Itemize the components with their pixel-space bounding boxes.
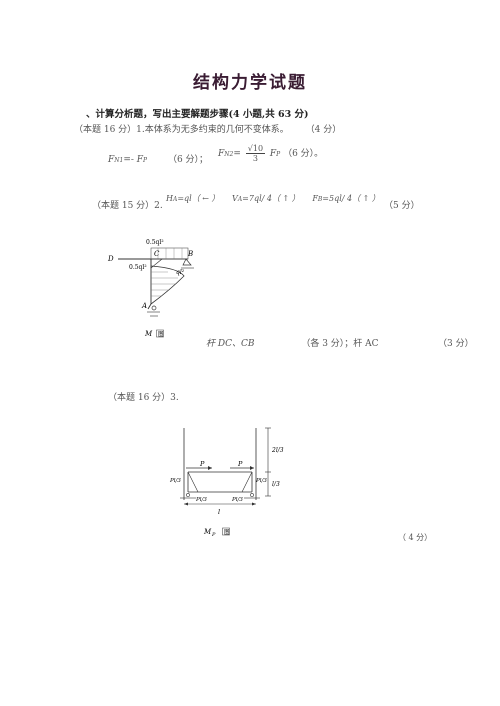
q1-statement: （本题 16 分）1.本体系为无多约束的几何不变体系。 （4 分） (74, 122, 341, 135)
page-title: 结构力学试题 (193, 73, 307, 93)
q2-ac-score: （3 分） (438, 339, 474, 349)
moment-top-label: 0.5ql² (146, 239, 164, 246)
fn1-subscript: N1 (114, 157, 124, 164)
load-arrowhead-left (208, 466, 212, 470)
support-left (186, 493, 190, 497)
dim-bottom-label: l/3 (272, 481, 280, 488)
q2-reactions: HA=ql（ ← ） VA=7ql/ 4（ ↑ ） FB=5ql/ 4（ ↑ ） (166, 193, 380, 204)
support-right (250, 493, 254, 497)
label-a: A (141, 302, 147, 310)
q2-prefix: （本题 15 分）2. (92, 201, 163, 211)
q3-moment-diagram: P P 2l/3 l/3 Pl/3 Pl/3 Pl/3 Pl/3 l M P 图 (169, 427, 284, 538)
dim-top-label: 2l/3 (271, 447, 284, 454)
fn1-p-subscript: P (143, 157, 148, 164)
member-ca-lower (147, 303, 152, 310)
va-subscript: A (237, 196, 243, 203)
moment-fill-c (150, 258, 163, 269)
support-a (151, 305, 157, 311)
q3-caption: M (203, 528, 212, 536)
va-symbol: V (232, 194, 238, 203)
q3-score: （ 4 分） (398, 533, 433, 542)
fn2-subscript: N2 (224, 151, 234, 158)
va-value: =7ql/ 4（ ↑ ） (242, 194, 300, 203)
fn2-fp-subscript: P (276, 151, 281, 158)
moment-left-upper: Pl/3 (169, 478, 181, 484)
q2-members-score: （各 3 分）；杆 AC (301, 339, 379, 349)
fn2-equals: = (233, 149, 241, 159)
fn2-fp: F (269, 149, 277, 159)
q1-fn1: FN1=- FP （6 分）； (108, 152, 208, 165)
moment-left-lower: Pl/3 (195, 497, 207, 503)
q1-fn2: FN2= √10 3 FP （6 分）。 (218, 144, 323, 163)
label-d: D (107, 255, 114, 263)
fn2-numerator: √10 (245, 144, 266, 154)
q2-caption-box (156, 329, 164, 338)
support-b (182, 258, 192, 266)
fb-symbol: F (312, 194, 318, 203)
q3-caption-tag: 图 (224, 528, 230, 536)
q1-prefix: （本题 16 分）1.本体系为无多约束的几何不变体系。 (74, 125, 289, 135)
load-arrowhead-right (250, 466, 254, 470)
q3-caption-box (222, 527, 230, 536)
span-label: l (218, 508, 220, 516)
ha-subscript: A (172, 196, 178, 203)
label-c: C (154, 250, 160, 258)
load-right-label: P (237, 460, 243, 468)
fn1-score: （6 分）； (167, 155, 209, 165)
q2-caption: M (144, 330, 153, 338)
moment-right-upper: Pl/3 (255, 478, 267, 484)
moment-right-lower: Pl/3 (231, 497, 243, 503)
q3-caption-sub: P (211, 532, 216, 538)
label-b: B (187, 250, 193, 258)
fn2-score: （6 分）。 (283, 149, 324, 159)
section-heading: 、计算分析题，写出主要解题步骤(4 小题,共 63 分) (86, 109, 309, 120)
ha-symbol: H (166, 194, 173, 203)
fn1-expression: =- F (123, 155, 144, 165)
moment-left-label: 0.5ql² (129, 264, 147, 271)
q2-score: （5 分） (384, 201, 420, 211)
fb-subscript: B (317, 196, 323, 203)
fn1-symbol: F (108, 155, 115, 165)
q3-prefix: （本题 16 分）3. (108, 393, 179, 403)
fn2-symbol: F (218, 149, 225, 159)
q1-score: （4 分） (305, 125, 342, 135)
load-left-label: P (199, 460, 205, 468)
ha-value: =ql（ ← ） (177, 194, 220, 203)
q2-members: 杆 DC、CB （各 3 分）；杆 AC (206, 336, 379, 349)
moment-ac-label: ql² (176, 269, 185, 276)
fn2-fraction: √10 3 (245, 144, 266, 163)
q2-members-text: 杆 DC、CB (206, 339, 255, 349)
q2-caption-tag: 图 (158, 330, 164, 338)
fn2-denominator: 3 (252, 154, 258, 163)
moment-diagonals (187, 471, 253, 493)
q2-moment-diagram: D C B A 0.5ql² 0.5ql² ql² M 图 (107, 239, 194, 338)
fb-value: =5ql/ 4（ ↑ ） (322, 194, 380, 203)
moment-fill-cb (150, 247, 189, 260)
